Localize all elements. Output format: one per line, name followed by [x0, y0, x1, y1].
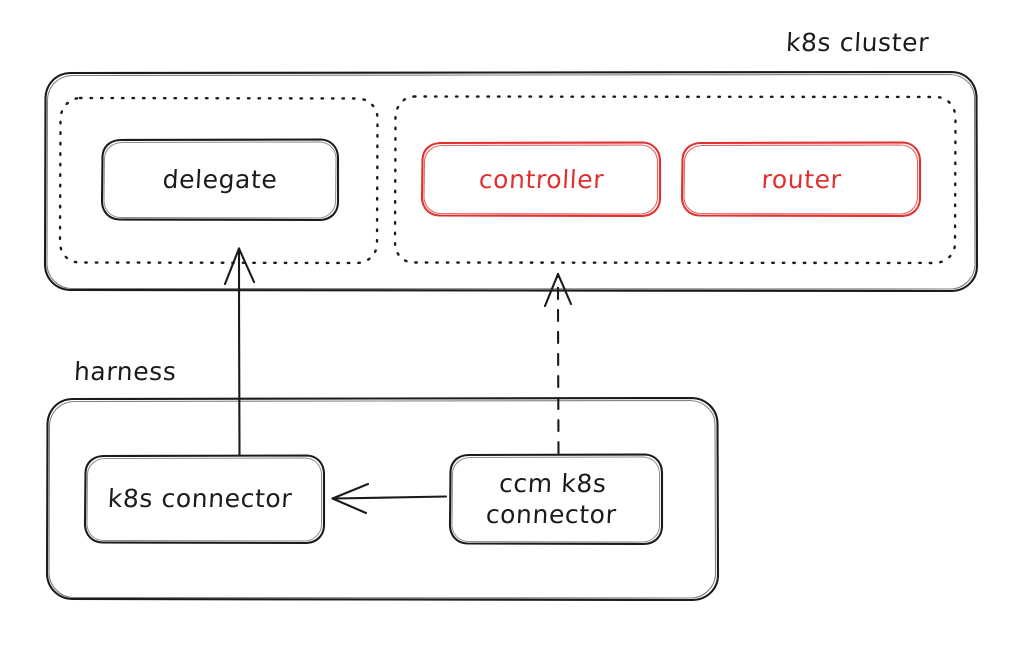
delegate-label: delegate	[161, 165, 279, 194]
controller-label: controller	[478, 165, 605, 194]
router-label: router	[760, 165, 843, 194]
ccm-k8s-connector-box	[448, 453, 664, 546]
delegate-box	[100, 138, 340, 222]
left-dotted-group	[58, 96, 379, 265]
k8s-connector-box	[83, 454, 326, 545]
edge-ccm-connector-to-k8s-connector	[331, 482, 448, 515]
edge-ccm-connector-arrowhead	[543, 272, 573, 308]
edge-k8s-connector-to-delegate	[223, 247, 256, 457]
router-box	[680, 141, 922, 218]
ccm-k8s-connector-label-line2: connector	[485, 499, 618, 529]
ccm-k8s-connector-label-line1: ccm k8s	[498, 469, 608, 498]
k8s-cluster-container	[43, 70, 979, 293]
controller-box	[420, 141, 662, 218]
harness-title: harness	[73, 357, 178, 386]
k8s-connector-label: k8s connector	[107, 484, 293, 513]
edge-ccm-connector-to-cluster	[556, 274, 560, 455]
harness-container	[45, 396, 720, 602]
k8s-cluster-title: k8s cluster	[785, 28, 930, 57]
